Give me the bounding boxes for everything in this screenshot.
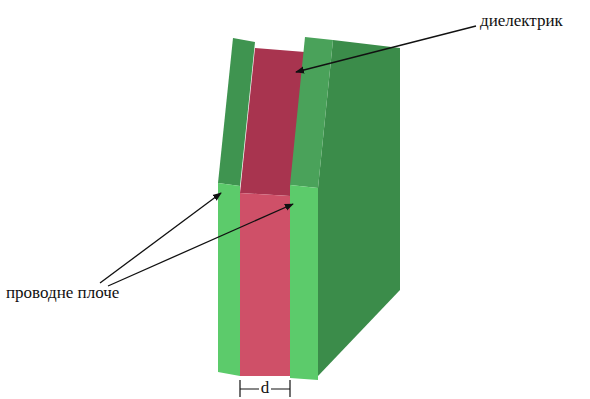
leader-line bbox=[108, 204, 293, 286]
plate-front bbox=[290, 185, 318, 380]
leader-line bbox=[100, 193, 221, 283]
plate-front bbox=[218, 183, 240, 376]
leader-line bbox=[296, 26, 476, 72]
plate-top bbox=[290, 37, 333, 188]
dimension-label: d bbox=[259, 379, 272, 398]
plate-side bbox=[318, 40, 400, 376]
part-label: диелектрик bbox=[480, 12, 563, 31]
part-label: проводне плоче bbox=[6, 284, 119, 303]
dielectric-front bbox=[240, 193, 290, 376]
right-plate bbox=[290, 37, 400, 380]
dimension-mark bbox=[240, 380, 290, 397]
